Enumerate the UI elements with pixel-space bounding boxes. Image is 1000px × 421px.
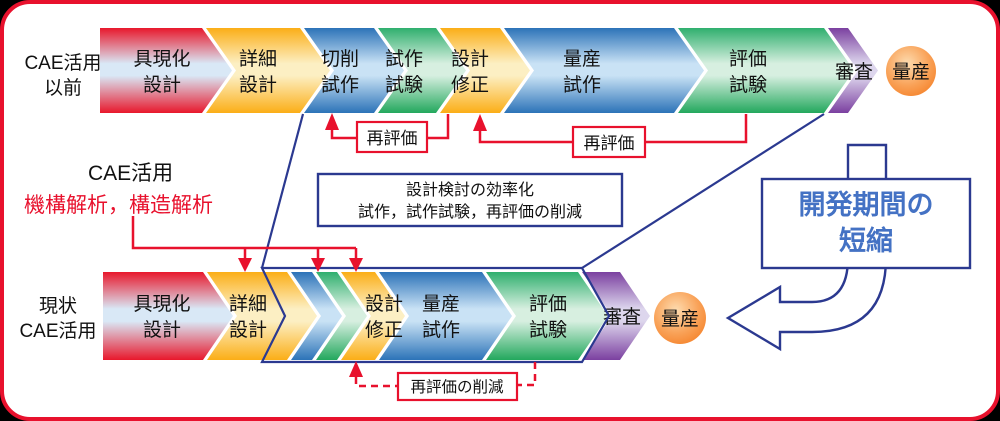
stage-chevron-red xyxy=(103,272,233,360)
feedback2-arrowhead xyxy=(473,114,487,131)
stage-chevron-blue2 xyxy=(379,272,512,360)
stage-label: 試験 xyxy=(529,319,567,341)
row-before-label-2: 以前 xyxy=(44,77,82,99)
stage-label: 修正 xyxy=(365,319,403,341)
reduction-dashed-right xyxy=(517,362,537,387)
feedback2-line xyxy=(478,114,748,144)
stage-label: 審査 xyxy=(603,306,641,328)
reduction-label: 再評価の削減 xyxy=(410,378,504,396)
terminal-circle xyxy=(654,292,706,344)
row-current-labels: 現状 CAE活用 具現化 設計 詳細 設計 設計 修正 量産 試作 評価 試験 … xyxy=(19,293,699,342)
terminal-label: 量産 xyxy=(892,61,930,83)
stage-label: 評価 xyxy=(729,48,767,70)
stage-chevron-blue xyxy=(304,28,404,113)
stage-chevron-narrow-blue xyxy=(291,272,342,360)
cae-methods: 機構解析，構造解析 xyxy=(24,194,213,217)
reduction-dashed-left xyxy=(354,377,398,388)
cae-title: CAE活用 xyxy=(88,162,173,185)
stage-label: 設計 xyxy=(451,48,489,70)
stage-label: 設計 xyxy=(239,74,277,96)
feedback1-line xyxy=(330,114,450,140)
stage-label: 詳細 xyxy=(229,293,267,315)
efficiency-line1: 設計検討の効率化 xyxy=(406,181,534,199)
terminal-circle xyxy=(886,46,936,96)
stage-label: 設計 xyxy=(143,74,181,96)
stage-label: 設計 xyxy=(365,293,403,315)
stage-chevron-red xyxy=(100,28,232,113)
stage-label: 切削 xyxy=(321,48,359,70)
shorten-box xyxy=(760,177,972,270)
shorten-line2: 短縮 xyxy=(839,225,893,256)
cae-arrowhead-1 xyxy=(238,258,252,272)
stage-chevron-narrow-green xyxy=(316,272,367,360)
stage-label: 詳細 xyxy=(239,48,277,70)
terminal-label: 量産 xyxy=(661,308,699,330)
stage-label: 審査 xyxy=(835,61,873,83)
stage-label: 評価 xyxy=(529,293,567,315)
stage-label: 量産 xyxy=(563,48,601,70)
stage-chevron-purple xyxy=(582,272,650,360)
funnel-diagonal-right xyxy=(581,113,825,269)
stage-label: 試作 xyxy=(422,319,460,341)
stage-label: 具現化 xyxy=(133,293,190,315)
feedback2-box xyxy=(571,125,647,159)
stage-chevron-yellow2 xyxy=(440,28,530,113)
efficiency-box xyxy=(316,172,624,228)
row-current-label-1: 現状 xyxy=(39,295,77,317)
stage-label: 試作 xyxy=(321,74,359,96)
stage-chevron-purple xyxy=(828,28,878,113)
cae-arrowhead-3 xyxy=(349,258,363,272)
feedback1-arrowhead xyxy=(325,113,339,130)
row-current-label-2: CAE活用 xyxy=(19,320,96,342)
row-before-chevrons xyxy=(100,28,936,113)
bent-arrow-shape xyxy=(725,143,888,352)
feedback2-label: 再評価 xyxy=(584,134,635,153)
feedback1-label: 再評価 xyxy=(367,129,418,148)
feedback1-box xyxy=(355,120,429,154)
stage-label: 修正 xyxy=(451,74,489,96)
cae-arrowhead-2 xyxy=(311,258,325,272)
stage-chevron-green2 xyxy=(486,272,608,360)
stage-chevron-blue2 xyxy=(504,28,704,113)
shorten-line1: 開発期間の xyxy=(799,190,934,220)
row-current-chevrons xyxy=(103,272,706,360)
stage-chevron-green xyxy=(378,28,466,113)
efficiency-line2: 試作，試作試験，再評価の削減 xyxy=(358,203,582,221)
stage-chevron-yellow2 xyxy=(341,272,405,360)
stage-label: 量産 xyxy=(422,293,460,315)
row-before-labels: CAE活用 以前 具現化 設計 詳細 設計 切削 試作 試作 試験 設計 修正 … xyxy=(24,48,930,99)
stage-label: 試験 xyxy=(385,74,423,96)
stage-chevron-green2 xyxy=(678,28,854,113)
stage-chevron-yellow xyxy=(207,272,317,360)
stage-label: 試作 xyxy=(563,74,601,96)
stage-label: 具現化 xyxy=(133,48,190,70)
cae-connector xyxy=(131,216,358,260)
compressed-region-outline xyxy=(260,266,611,364)
stage-label: 試験 xyxy=(729,74,767,96)
row-before-label-1: CAE活用 xyxy=(24,52,101,74)
stage-label: 試作 xyxy=(385,48,423,70)
funnel-diagonal-left xyxy=(260,113,305,269)
stage-label: 設計 xyxy=(143,319,181,341)
stage-chevron-yellow xyxy=(206,28,330,113)
stage-label: 設計 xyxy=(229,319,267,341)
reduction-box xyxy=(396,371,519,402)
reduction-arrowhead xyxy=(349,361,363,377)
